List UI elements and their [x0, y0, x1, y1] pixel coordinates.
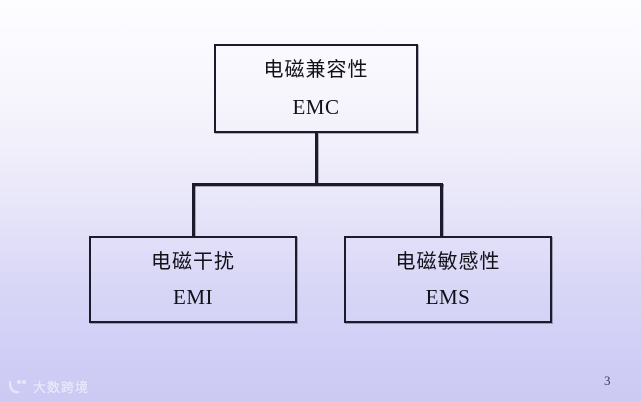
node-emc: 电磁兼容性 EMC: [214, 44, 418, 133]
wave-dots-logo-icon: [8, 378, 28, 396]
node-emi: 电磁干扰 EMI: [89, 236, 297, 323]
node-emi-chinese-label: 电磁干扰: [151, 248, 235, 273]
watermark-text: 大数跨境: [33, 381, 90, 396]
connector-root-stem: [315, 133, 318, 185]
page-number: 3: [604, 373, 611, 388]
node-emc-chinese-label: 电磁兼容性: [263, 56, 369, 81]
node-emi-english-label: EMI: [173, 284, 213, 309]
connector-drop-to-emi: [192, 183, 195, 237]
node-emc-english-label: EMC: [292, 94, 340, 119]
connector-horizontal-bus: [192, 183, 443, 186]
node-ems: 电磁敏感性 EMS: [344, 236, 552, 323]
connector-drop-to-ems: [440, 183, 443, 237]
watermark: 大数跨境: [8, 377, 89, 396]
node-ems-english-label: EMS: [425, 284, 471, 309]
node-ems-chinese-label: 电磁敏感性: [395, 248, 501, 273]
